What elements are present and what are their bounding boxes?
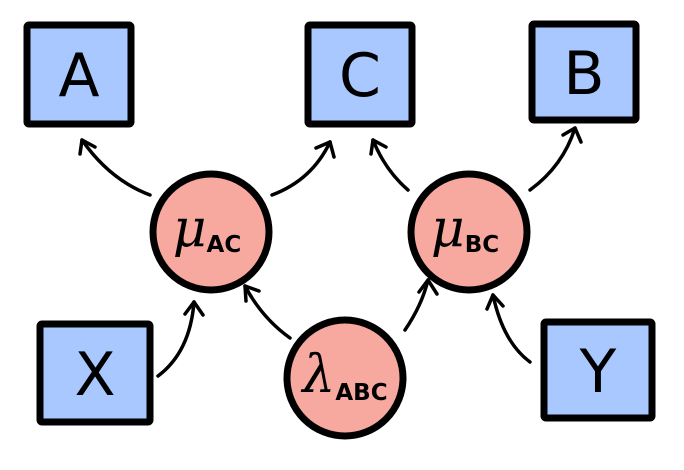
edge-mu-ac-to-c [270,140,336,197]
node-mu-bc-label: μBC [431,199,499,259]
node-mu-bc-circle [407,170,531,294]
edge-lambda-to-mu-bc [403,278,439,332]
edge-lambda-to-mu-ac [243,284,292,340]
node-lambda-abc-symbol: λ [300,345,335,405]
edge-x-to-mu-ac [156,300,205,378]
node-y-box [540,318,656,422]
node-mu-ac: μAC [149,170,273,294]
node-c-box [304,21,416,128]
node-c-label: C [339,41,381,111]
node-y: Y [540,318,656,422]
node-b-label: B [563,39,604,109]
node-c: C [304,21,416,128]
edge-mu-bc-to-c [369,138,410,192]
node-lambda-abc-subscript: ABC [335,380,387,406]
node-mu-ac-label: μAC [173,199,241,259]
node-a-label: A [58,41,99,111]
node-x-box [36,320,154,426]
node-mu-bc-subscript: BC [465,232,499,258]
node-y-label: Y [579,337,617,407]
edge-y-to-mu-bc [485,293,532,364]
edge-mu-bc-to-b [528,126,583,192]
node-mu-ac-subscript: AC [207,232,242,258]
node-lambda-abc: λABC [283,316,407,440]
node-a: A [23,21,135,128]
node-mu-ac-symbol: μ [173,199,207,259]
node-b-box [528,20,640,124]
node-mu-bc: μBC [407,170,531,294]
node-lambda-abc-label: λABC [300,345,387,406]
node-mu-ac-circle [149,170,273,294]
node-x-label: X [74,340,115,410]
edges [78,126,583,378]
node-a-box [23,21,135,128]
edge-mu-ac-to-a [78,138,152,197]
node-lambda-abc-circle [283,316,407,440]
node-b: B [528,20,640,124]
node-mu-bc-symbol: μ [431,199,465,259]
node-x: X [36,320,154,426]
